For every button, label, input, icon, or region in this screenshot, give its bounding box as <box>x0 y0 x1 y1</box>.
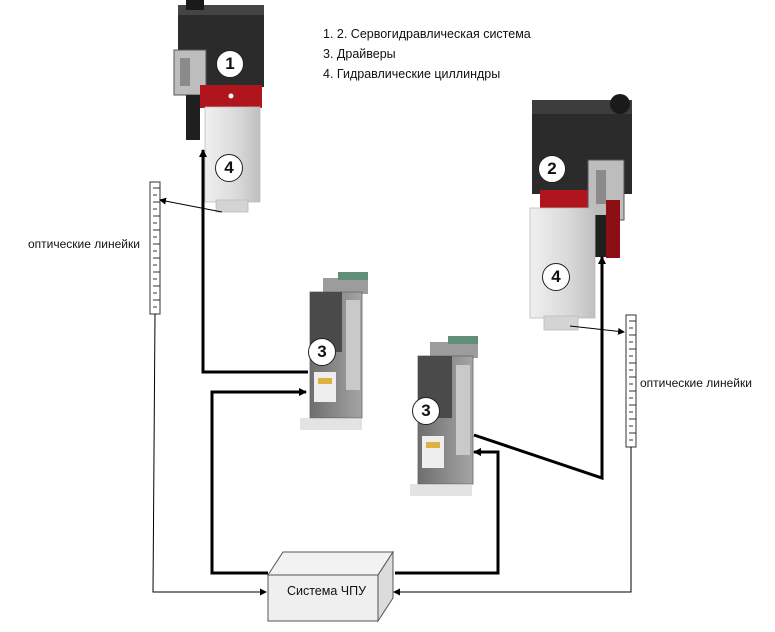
badge-cylinder-1: 4 <box>215 154 243 182</box>
legend: 1. 2. Сервогидравлическая система 3. Дра… <box>323 24 531 84</box>
link-ruler-left-to-cnc <box>152 313 267 596</box>
link-driver-b-to-cylinder-2 <box>473 256 606 481</box>
link-cylinder-1-to-ruler-left <box>159 197 223 213</box>
servo-hydraulic-unit-1 <box>173 0 264 140</box>
link-driver-a-from-cnc <box>210 388 307 575</box>
link-driver-a-to-cylinder-1 <box>199 149 308 374</box>
link-cylinder-2-to-ruler-right <box>569 325 625 335</box>
optical-ruler-left <box>149 181 161 315</box>
label-optical-rulers-left: оптические линейки <box>28 237 140 251</box>
badge-cylinder-2: 4 <box>542 263 570 291</box>
badge-driver-a: 3 <box>308 338 336 366</box>
label-optical-rulers-right: оптические линейки <box>640 376 752 390</box>
badge-servo-2: 2 <box>538 155 566 183</box>
legend-item-servo-systems: 1. 2. Сервогидравлическая система <box>323 27 531 41</box>
label-cnc-system: Система ЧПУ <box>286 584 367 598</box>
legend-item-hydraulic-cylinders: 4. Гидравлические циллиндры <box>323 67 501 81</box>
optical-ruler-right <box>625 314 637 448</box>
link-cnc-to-driver-b <box>395 448 500 575</box>
legend-item-drivers: 3. Драйверы <box>323 47 396 61</box>
link-ruler-right-to-cnc <box>393 447 632 596</box>
cnc-system-box <box>267 550 394 623</box>
badge-driver-b: 3 <box>412 397 440 425</box>
badge-servo-1: 1 <box>216 50 244 78</box>
hydraulic-cylinder-2 <box>529 207 596 331</box>
